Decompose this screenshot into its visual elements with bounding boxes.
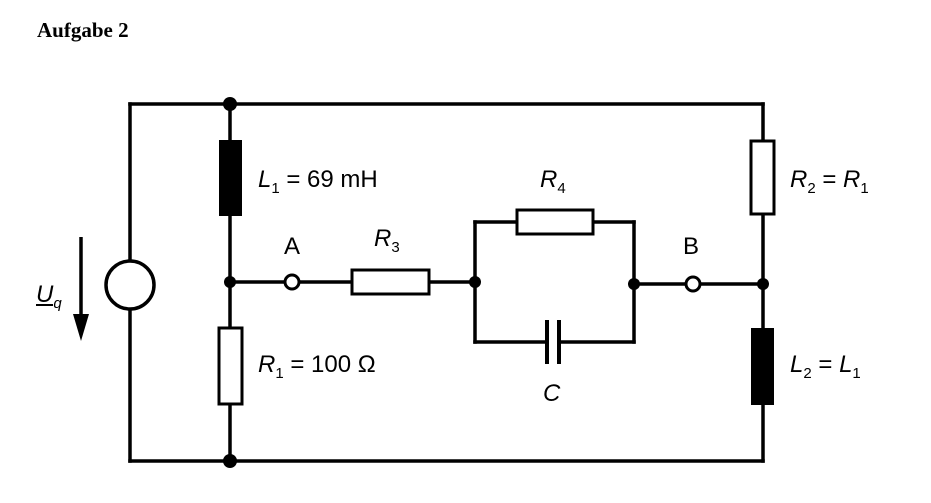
label-c: C [543,380,561,407]
resistor-r2 [749,139,776,216]
junction-dots [223,97,769,468]
resistor-r4 [515,208,595,236]
label-terminal-b: B [683,233,699,260]
label-r4: R4 [540,166,566,197]
label-terminal-a: A [284,233,300,260]
terminal-a [283,273,301,291]
inductor-l2 [751,328,774,405]
label-r2: R2 = R1 [790,166,869,197]
label-uq: Uq [36,281,62,312]
resistor-r1 [217,326,244,406]
inductor-l1 [219,140,242,216]
voltage-arrow [73,237,89,341]
voltage-source [104,259,156,311]
resistor-r3 [350,268,431,296]
capacitor-c [545,320,561,364]
label-l1: L1 = 69 mH [258,166,378,197]
terminal-b [684,275,702,293]
label-r1: R1 = 100 Ω [258,351,376,382]
label-l2: L2 = L1 [790,351,861,382]
task-heading: Aufgabe 2 [37,18,129,42]
label-r3: R3 [374,225,400,256]
